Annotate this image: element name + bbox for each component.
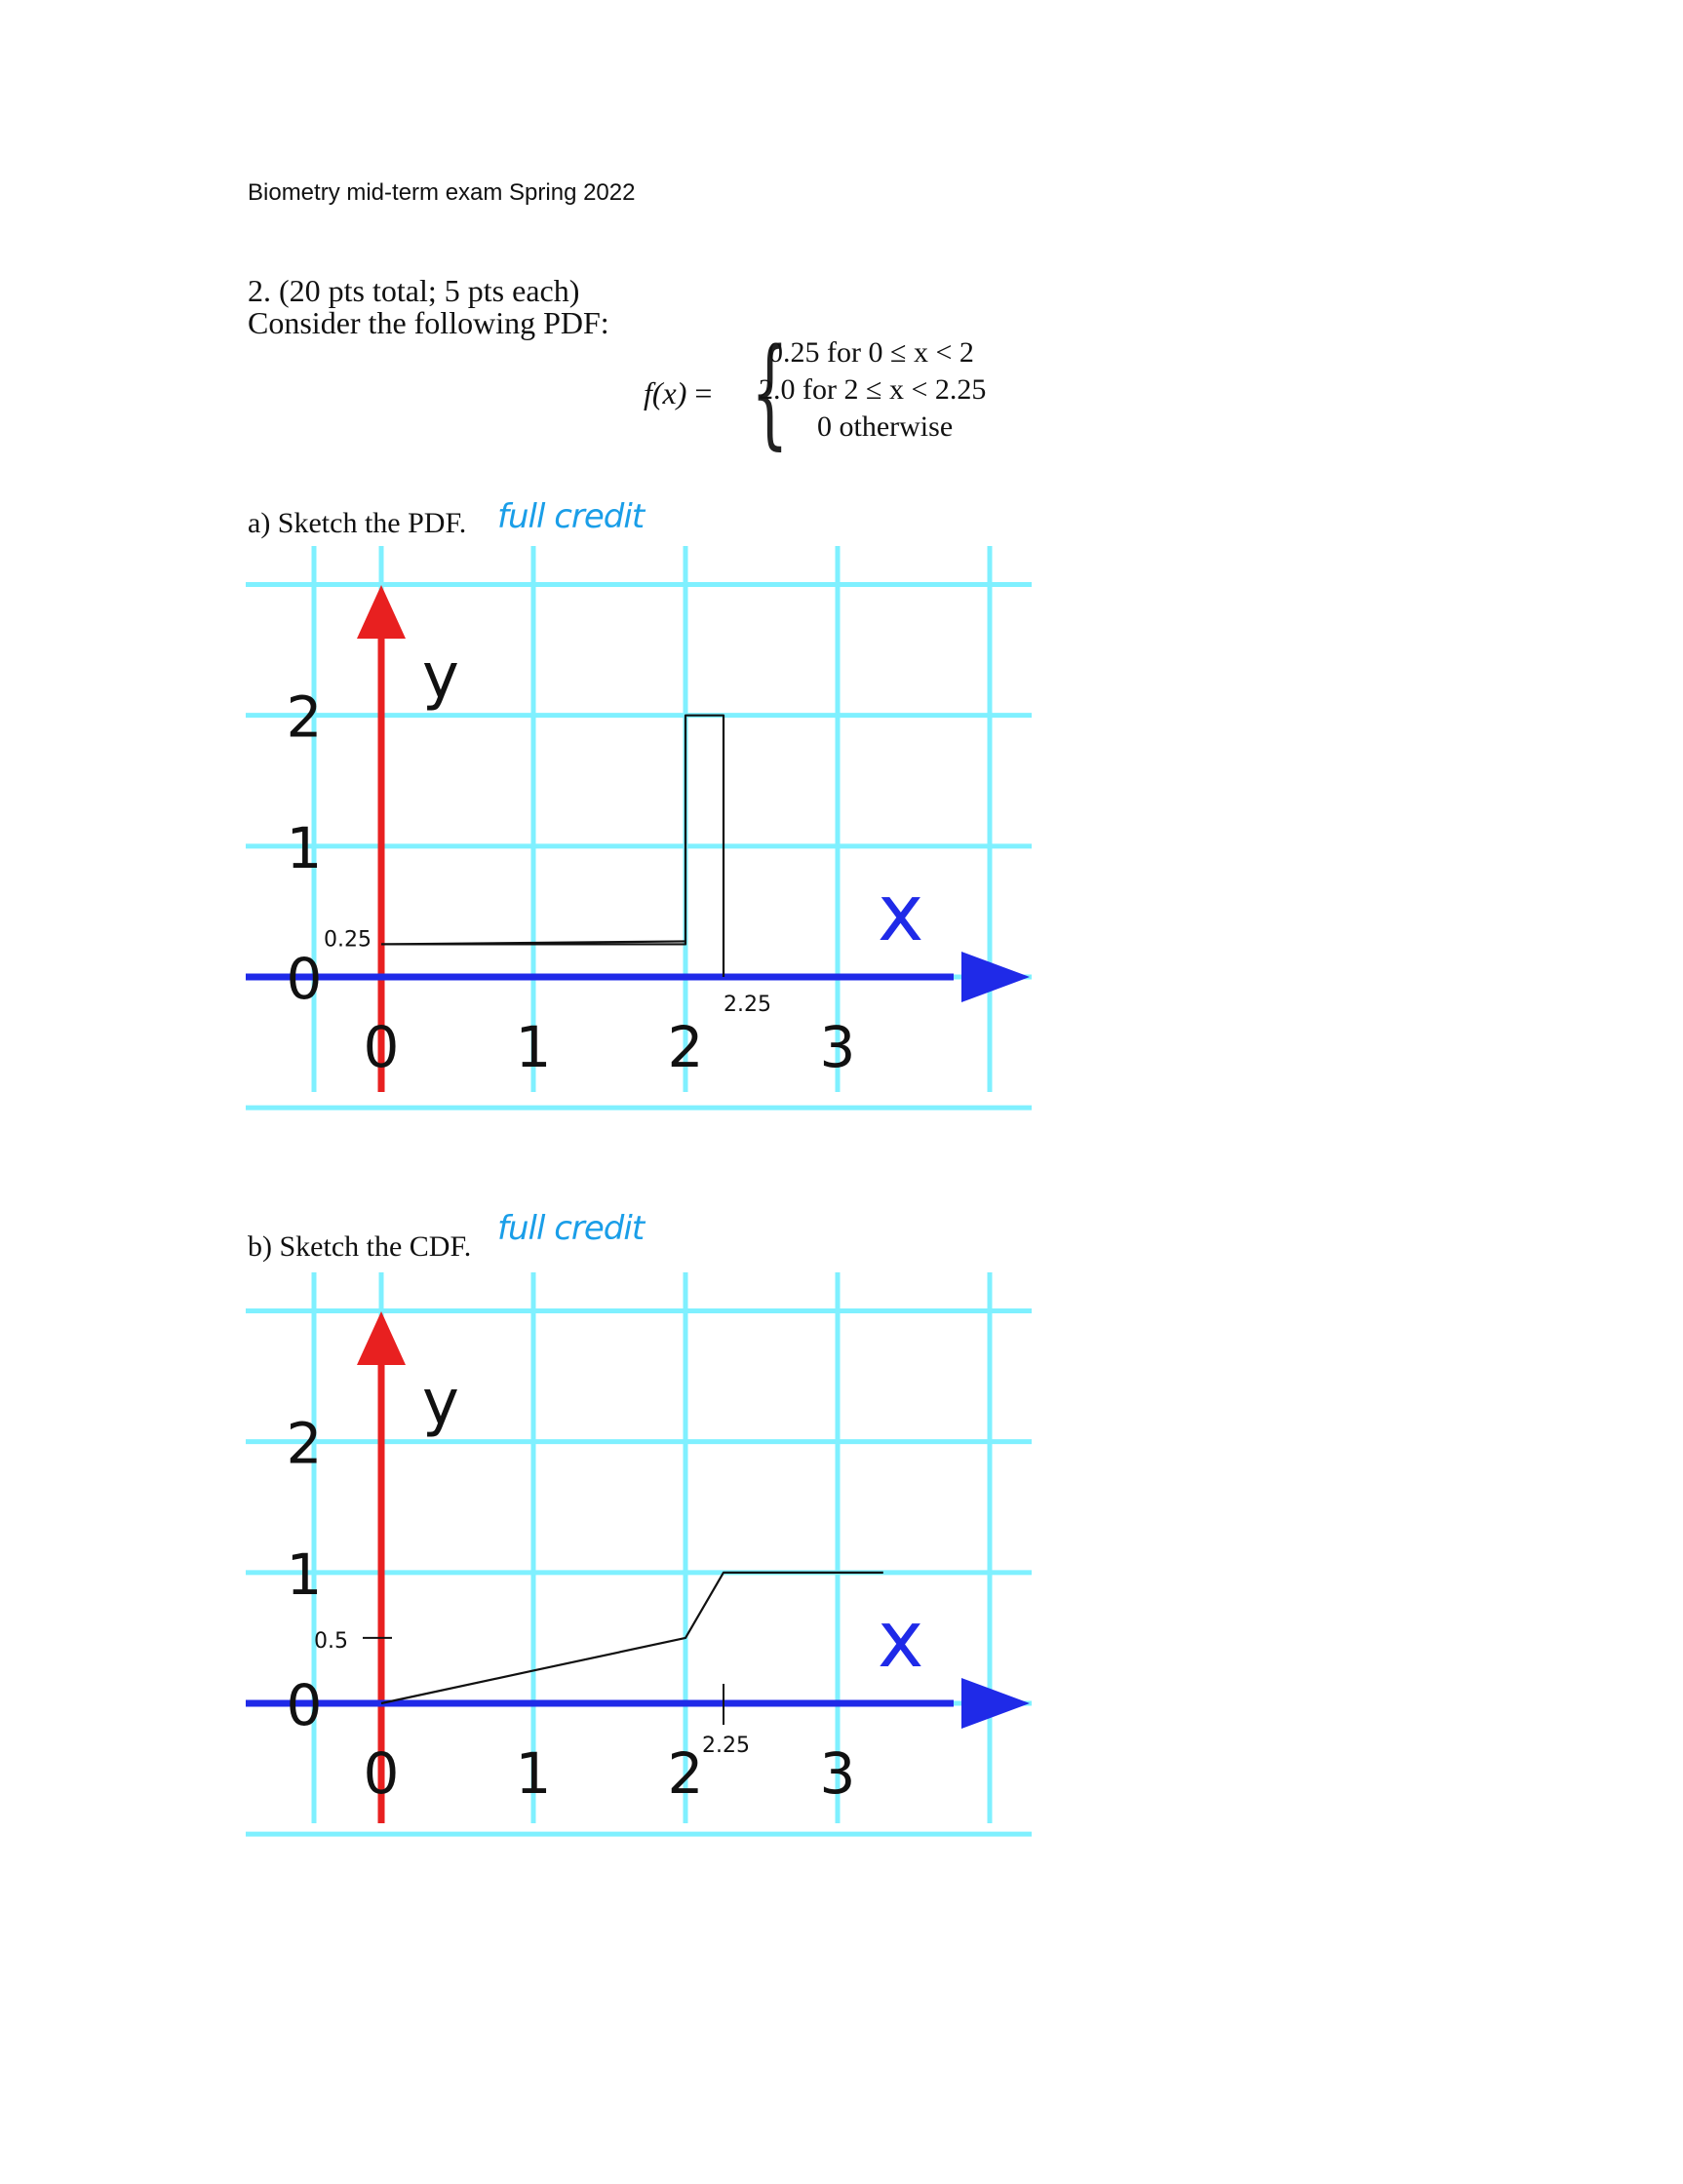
x-tick-label: 0 xyxy=(364,1014,400,1080)
formula-case-2: 2.0 for 2 ≤ x < 2.25 xyxy=(759,373,987,406)
formula-brace: { xyxy=(751,323,789,461)
x-axis-arrowhead xyxy=(961,1678,1030,1729)
question-prompt: Consider the following PDF: xyxy=(248,305,609,340)
annotation-x-value: 2.25 xyxy=(724,993,771,1017)
x-tick-label: 3 xyxy=(820,1014,856,1080)
y-axis-label: y xyxy=(422,1367,459,1439)
y-tick-label: 0 xyxy=(287,946,323,1012)
formula-case-1: 0.25 for 0 ≤ x < 2 xyxy=(768,336,974,369)
part-b-label: b) Sketch the CDF. xyxy=(248,1230,472,1263)
y-axis-arrowhead xyxy=(357,1311,406,1365)
x-axis-label: x xyxy=(878,1594,923,1685)
x-tick-label: 3 xyxy=(820,1740,856,1807)
annotation-y-value: 0.25 xyxy=(324,927,372,952)
part-a-label: a) Sketch the PDF. xyxy=(248,507,467,539)
y-tick-label: 1 xyxy=(287,815,323,881)
formula-case-3: 0 otherwise xyxy=(817,410,954,443)
x-tick-label: 2 xyxy=(668,1014,704,1080)
x-axis-label: x xyxy=(878,868,923,958)
formula-lhs: f(x) = xyxy=(644,375,713,410)
annotation-y-value: 0.5 xyxy=(314,1629,348,1654)
x-tick-label: 0 xyxy=(364,1740,400,1807)
pdf-formula: f(x) = { 0.25 for 0 ≤ x < 2 2.0 for 2 ≤ … xyxy=(644,332,1073,453)
annotation-x-value: 2.25 xyxy=(702,1734,750,1758)
part-b-grade: full credit xyxy=(497,1209,645,1248)
x-tick-label: 1 xyxy=(516,1740,552,1807)
sketch-curve xyxy=(380,1571,883,1705)
x-tick-label: 1 xyxy=(516,1014,552,1080)
x-axis-arrowhead xyxy=(961,952,1030,1002)
y-tick-label: 0 xyxy=(287,1672,323,1738)
pdf-level-line xyxy=(380,940,686,946)
part-a-grade: full credit xyxy=(497,497,645,536)
document-header: Biometry mid-term exam Spring 2022 xyxy=(248,179,636,206)
sketch-curve xyxy=(381,714,725,977)
y-axis-label: y xyxy=(422,641,459,713)
x-tick-label: 2 xyxy=(668,1740,704,1807)
question-number: 2. (20 pts total; 5 pts each) xyxy=(248,273,580,308)
cdf-sketch-graph: y x 2 1 00 1 2 3 0.5 2.25 xyxy=(246,1272,1032,1837)
y-axis-arrowhead xyxy=(357,585,406,639)
y-tick-label: 1 xyxy=(287,1541,323,1608)
y-tick-label: 2 xyxy=(287,684,323,751)
pdf-sketch-graph: y x 2 1 00 1 2 3 0.25 2.25 xyxy=(246,546,1032,1111)
y-tick-label: 2 xyxy=(287,1411,323,1477)
